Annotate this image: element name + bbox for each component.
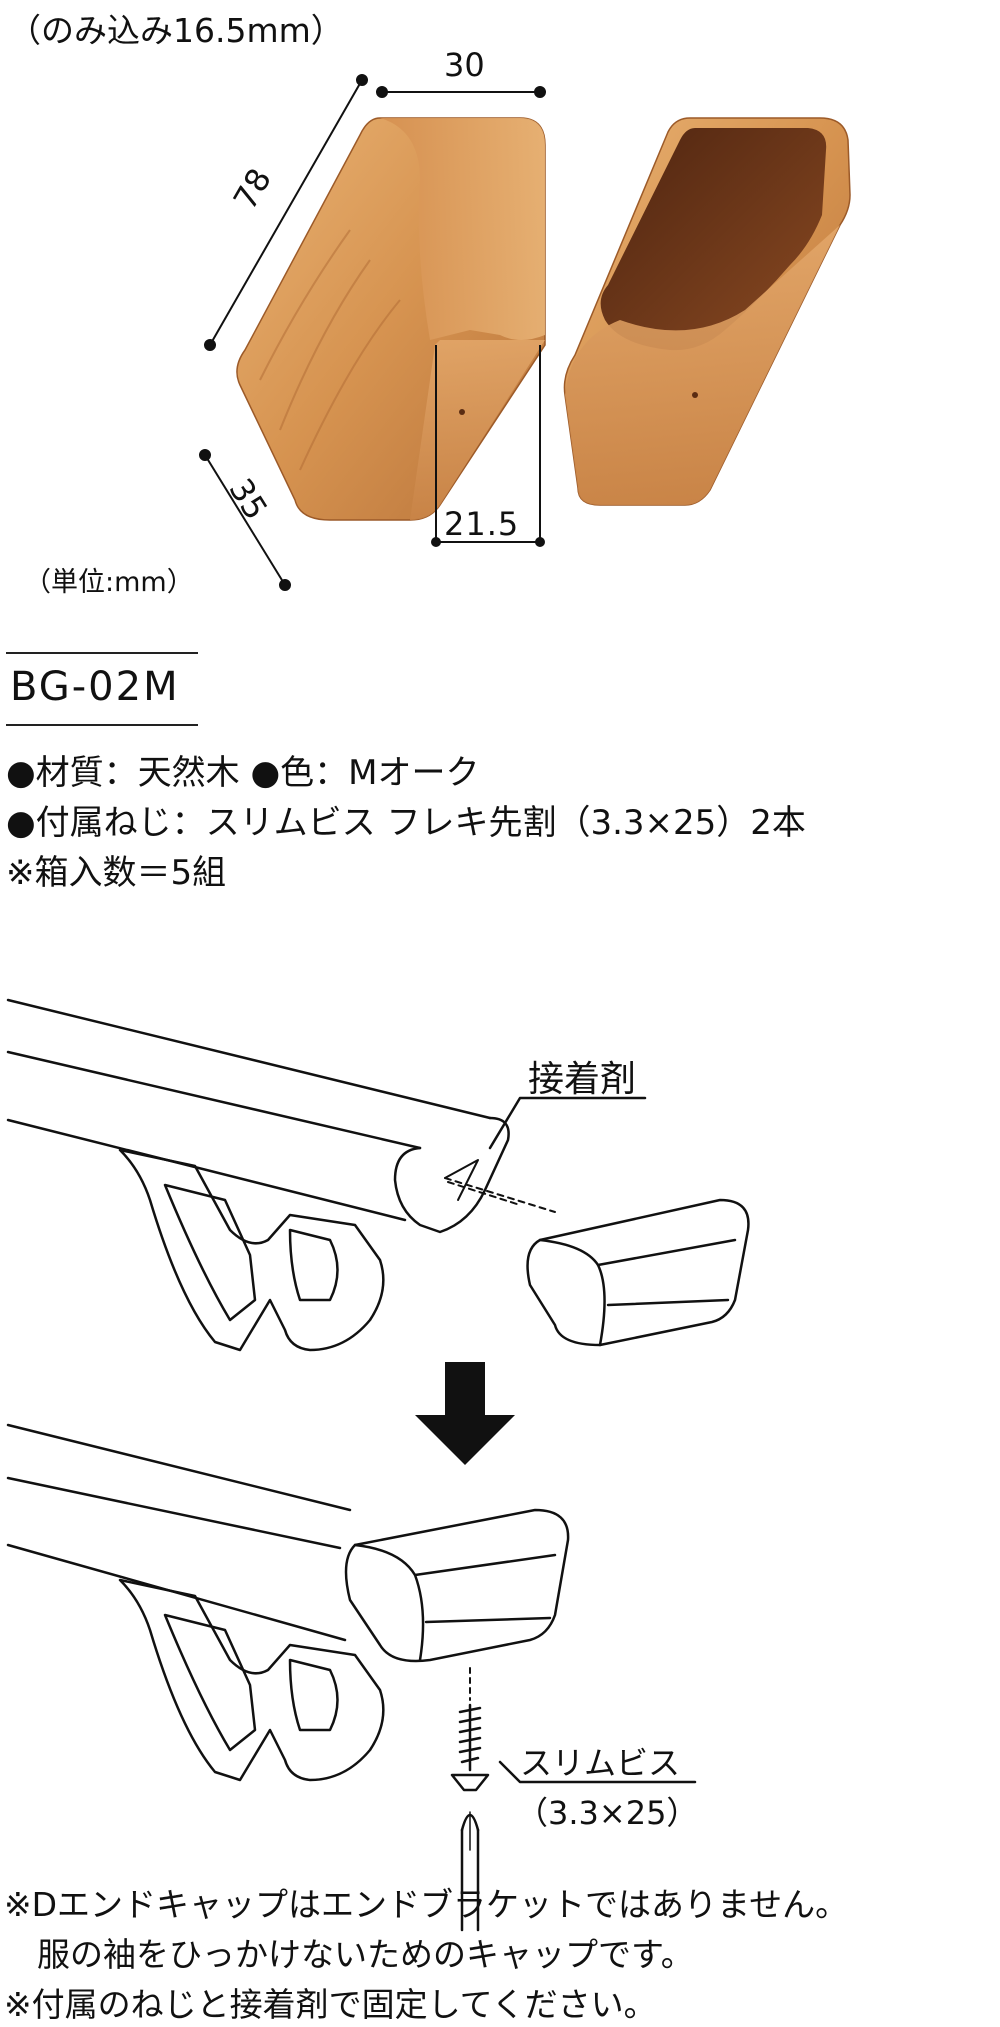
model-top-rule: [6, 652, 198, 654]
model-bottom-rule: [6, 724, 198, 726]
spec-line-material: ●材質：天然木 ●色：Mオーク: [6, 753, 480, 793]
screw-leader: [498, 1760, 697, 1784]
adhesive-leader: [488, 1096, 647, 1150]
rail-after: [6, 1423, 570, 1782]
screw-label: スリムビス: [520, 1744, 681, 1782]
cap-loose: [526, 1198, 750, 1347]
spec-line-box: ※箱入数＝5組: [6, 853, 227, 893]
model-number: BG-02M: [10, 664, 180, 710]
note-line-3: ※付属のねじと接着剤で固定してください。: [4, 1985, 657, 2024]
note-line-1: ※Dエンドキャップはエンドブラケットではありません。: [4, 1885, 849, 1924]
screw-drawing: [450, 1667, 490, 1932]
dimension-height: 21.5: [444, 505, 520, 543]
rail-before: [6, 998, 510, 1352]
down-arrow-icon: [415, 1362, 515, 1465]
product-photo: [199, 74, 851, 591]
insertion-depth-note: （のみ込み16.5mm）: [8, 11, 344, 50]
note-line-2: 服の袖をひっかけないためのキャップです。: [4, 1935, 694, 1974]
end-cap-inner-view: [563, 117, 851, 506]
end-cap-outer-view: [236, 117, 546, 521]
screw-size-label: （3.3×25）: [516, 1794, 699, 1832]
dimension-lines: [199, 74, 546, 591]
unit-note: （単位:mm）: [24, 567, 194, 598]
dimension-width-top: 30: [444, 46, 485, 84]
adhesive-label: 接着剤: [528, 1059, 637, 1100]
spec-line-screw: ●付属ねじ：スリムビス フレキ先割（3.3×25）2本: [6, 803, 806, 843]
